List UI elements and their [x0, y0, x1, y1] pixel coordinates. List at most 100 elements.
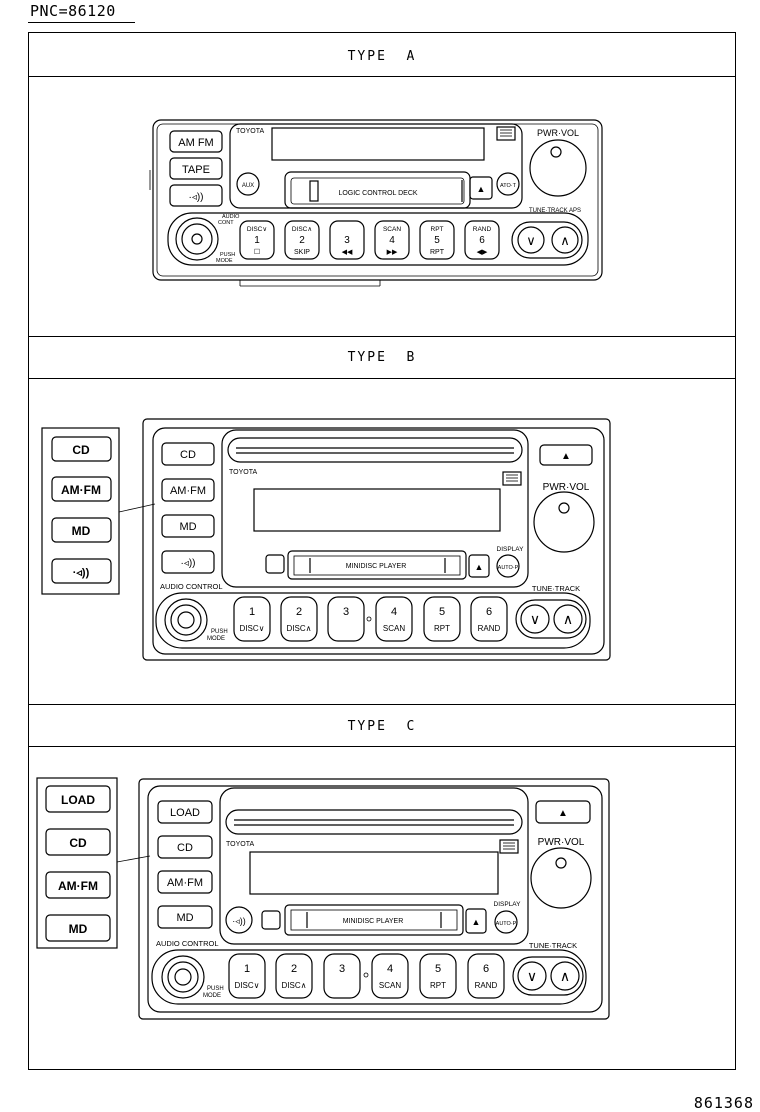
type-c-callout-amfm: AM·FM	[58, 879, 98, 893]
type-b-cd-button[interactable]	[161, 442, 215, 466]
type-a-knob-indicator	[550, 146, 562, 158]
type-a-tune-up-button[interactable]	[551, 226, 579, 254]
type-b-preset-4[interactable]: 4 SCAN	[375, 596, 413, 642]
type-b-autop-button[interactable]	[496, 554, 520, 578]
type-c-tune-down-button[interactable]	[517, 961, 547, 991]
type-c-md-label-text: MINIDISC PLAYER	[343, 918, 404, 925]
type-b-tune-up-button[interactable]	[553, 604, 583, 634]
type-a-preset-6[interactable]: RAND 6 ◀▶	[464, 220, 500, 260]
type-b-preset-indicator	[366, 616, 372, 622]
type-b-preset-3[interactable]: 3	[327, 596, 365, 642]
type-c-preset-3[interactable]: 3	[323, 953, 361, 999]
type-b-amfm-button[interactable]	[161, 478, 215, 502]
type-a-preset-5-top: RPT	[431, 226, 444, 233]
type-c-pwr-vol-knob[interactable]	[530, 847, 592, 909]
reference-number: 861368	[693, 1094, 754, 1112]
type-a-preset-5[interactable]: RPT 5 RPT	[419, 220, 455, 260]
type-b-cd-eject-button[interactable]	[539, 444, 593, 466]
type-c-tune-up-button[interactable]	[550, 961, 580, 991]
type-a-preset-1-sub: ☐	[254, 248, 260, 256]
type-a-tape-button[interactable]	[169, 157, 223, 180]
type-a-preset-3[interactable]: 3 ◀◀	[329, 220, 365, 260]
type-b-knob-indicator	[558, 502, 570, 514]
type-c-autop-label: AUTO·P	[496, 921, 517, 927]
type-c-autop-button[interactable]	[494, 910, 518, 934]
type-b-tune-rocker	[515, 599, 587, 639]
type-c-control-strip	[151, 949, 587, 1005]
type-b-md-eject-button[interactable]	[468, 554, 490, 578]
type-a-preset-1[interactable]: DISC∨ 1 ☐	[239, 220, 275, 260]
type-a-deck-label: LOGIC CONTROL DECK	[338, 190, 417, 197]
type-c-pwr-vol-label: PWR·VOL	[538, 837, 585, 848]
type-c-sound-button[interactable]	[225, 906, 253, 934]
chevron-up-icon: ∧	[560, 233, 570, 248]
type-c-preset-5[interactable]: 5 RPT	[419, 953, 457, 999]
type-b-center-panel	[221, 429, 529, 588]
type-c-preset-2-num: 2	[291, 963, 297, 975]
type-c-small-button[interactable]	[261, 910, 281, 930]
type-c-md-button[interactable]	[157, 905, 213, 929]
type-c-preset-6[interactable]: 6 RAND	[467, 953, 505, 999]
type-b-preset-1[interactable]: 1 DISC∨	[233, 596, 271, 642]
type-c-cd-eject-button[interactable]	[535, 800, 591, 824]
type-a-am-fm-label: AM FM	[178, 137, 213, 149]
type-a-audio-knob[interactable]	[175, 217, 219, 261]
type-b-preset-2[interactable]: 2 DISC∧	[280, 596, 318, 642]
speaker-icon: ·◃))	[180, 558, 195, 569]
type-a-eject-button[interactable]	[469, 176, 493, 200]
type-a-ato-button[interactable]	[496, 172, 520, 196]
type-c-audio-knob[interactable]	[161, 955, 205, 999]
type-c-cd-button[interactable]	[157, 835, 213, 859]
type-c-preset-4[interactable]: 4 SCAN	[371, 953, 409, 999]
type-b-preset-6[interactable]: 6 RAND	[470, 596, 508, 642]
type-c-callout: LOAD CD AM·FM MD	[36, 777, 151, 949]
type-b-pwr-vol-knob[interactable]	[533, 491, 595, 553]
type-b-pwr-vol-label: PWR·VOL	[543, 482, 590, 493]
type-c-preset-1-num: 1	[244, 963, 250, 975]
chevron-down-icon: ∨	[527, 968, 537, 984]
type-a-cd-logo-icon	[496, 126, 516, 141]
type-c-md-label: MD	[176, 912, 193, 924]
type-b-tune-down-button[interactable]	[520, 604, 550, 634]
type-c-audio-control-label: AUDIO CONTROL	[156, 939, 219, 948]
type-a-preset-2[interactable]: DISC∧ 2 SKIP	[284, 220, 320, 260]
eject-icon: ▲	[558, 808, 568, 819]
type-a-preset-5-sub: RPT	[430, 249, 445, 256]
type-b-push-1: PUSH	[211, 629, 228, 635]
type-b-preset-3-num: 3	[343, 606, 349, 618]
type-a-title: TYPE A	[347, 49, 417, 64]
type-b-preset-4-num: 4	[391, 606, 397, 618]
type-c-preset-4-num: 4	[387, 963, 393, 975]
type-a-sound-button[interactable]	[169, 184, 223, 207]
type-c-callout-load: LOAD	[61, 793, 95, 807]
type-c-md-eject-button[interactable]	[465, 908, 487, 934]
type-c-preset-indicator	[363, 972, 369, 978]
type-b-md-button[interactable]	[161, 514, 215, 538]
type-c-preset-2[interactable]: 2 DISC∧	[275, 953, 313, 999]
type-a-aux-button[interactable]	[236, 172, 260, 196]
type-a-pwr-vol-knob[interactable]	[529, 139, 587, 197]
type-c-preset-1[interactable]: 1 DISC∨	[228, 953, 266, 999]
type-a-am-fm-button[interactable]	[169, 130, 223, 153]
type-b-preset-2-sub: DISC∧	[287, 624, 312, 633]
type-c-load-button[interactable]	[157, 800, 213, 824]
type-b-preset-5[interactable]: 5 RPT	[423, 596, 461, 642]
type-a-preset-4[interactable]: SCAN 4 ▶▶	[374, 220, 410, 260]
type-b-small-button[interactable]	[265, 554, 285, 574]
type-a-tune-down-button[interactable]	[517, 226, 545, 254]
type-c-callout-leader	[116, 855, 151, 863]
type-a-preset-5-num: 5	[434, 235, 440, 246]
chevron-down-icon: ∨	[530, 611, 540, 627]
type-b-brand: TOYOTA	[229, 469, 257, 476]
type-c-preset-5-num: 5	[435, 963, 441, 975]
type-c-amfm-button[interactable]	[157, 870, 213, 894]
type-b-preset-1-num: 1	[249, 606, 255, 618]
type-b-sound-button[interactable]	[161, 550, 215, 574]
pnc-label: PNC=86120	[30, 2, 116, 20]
type-b-cd-logo-icon	[502, 471, 522, 486]
diagram-frame	[28, 32, 736, 1070]
type-a-preset-1-num: 1	[254, 235, 260, 246]
type-b-audio-knob[interactable]	[164, 598, 208, 642]
type-c-preset-4-sub: SCAN	[379, 981, 401, 990]
